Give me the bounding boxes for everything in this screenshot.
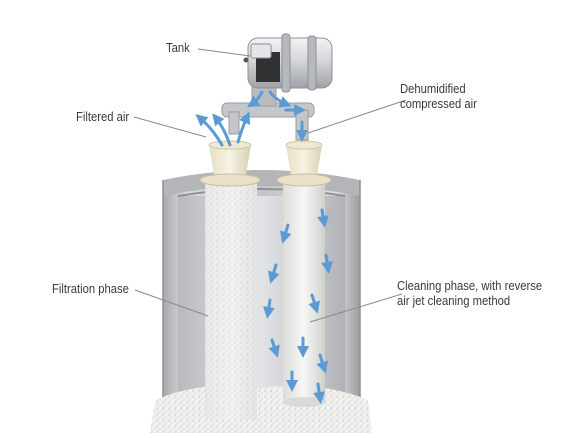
- filtration-phase-label: Filtration phase: [52, 282, 129, 296]
- cleaning-arrow-6: [308, 293, 320, 314]
- dehumidified-label-line1: Dehumidified: [400, 82, 466, 96]
- cleaning-arrow-1: [280, 223, 292, 244]
- cleaning-arrow-2: [268, 263, 280, 284]
- dehumidified-label-line2: compressed air: [400, 97, 477, 111]
- tank-out-arrow-1: [247, 90, 264, 108]
- cleaning-phase-label-line2: air jet cleaning method: [397, 294, 511, 308]
- cleaning-arrow-5: [321, 253, 334, 274]
- dehumidified-leader-line: [307, 99, 407, 134]
- cleaning-arrow-3: [262, 298, 275, 319]
- filtered-air-arrow-1: [195, 114, 224, 147]
- leader-lines: [133, 48, 407, 323]
- filtered-air-arrow-2: [212, 113, 232, 147]
- airflow-arrows: [195, 90, 334, 404]
- cleaning-arrow-8: [268, 338, 280, 358]
- filter-housing: [162, 170, 361, 425]
- dust-pile: [150, 385, 372, 433]
- left-filter-cartridge: [199, 140, 261, 420]
- tank-out-arrow-2: [268, 90, 292, 108]
- cleaning-arrow-11: [313, 382, 326, 404]
- pipe-manifold: [221, 85, 315, 141]
- filtration-phase-leader-line: [134, 289, 209, 317]
- filtered-air-arrow-3: [236, 111, 250, 144]
- cleaning-phase-leader-line: [309, 293, 403, 323]
- cleaning-phase-label-line1: Cleaning phase, with reverse: [397, 279, 543, 293]
- tank: [243, 33, 333, 93]
- tank-label: Tank: [166, 41, 190, 55]
- cleaning-arrow-9: [316, 353, 328, 374]
- tank-leader-line: [197, 48, 251, 57]
- filtered-air-label: Filtered air: [76, 110, 130, 124]
- cleaning-arrow-4: [317, 208, 329, 228]
- filtered-air-leader-line: [133, 116, 207, 138]
